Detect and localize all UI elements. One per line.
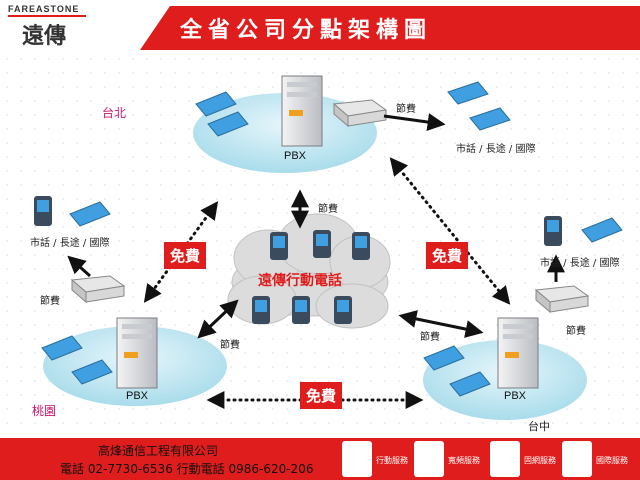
west-desk-phones bbox=[41, 201, 113, 385]
pbx-label-north: PBX bbox=[284, 150, 307, 162]
free-badge-bottom: 免費 bbox=[300, 382, 343, 409]
free-badge-east: 免費 bbox=[426, 242, 469, 269]
header: FAREASTONE 遠傳 全省公司分點架構圖 bbox=[0, 0, 640, 52]
east-desk-phones bbox=[423, 217, 623, 397]
toll-label-west-router: 節費 bbox=[40, 296, 60, 307]
footer: 高烽通信工程有限公司 電話 02-7730-6536 行動電話 0986-620… bbox=[0, 438, 640, 480]
company-name: 高烽通信工程有限公司 bbox=[98, 444, 219, 458]
pbx-label-west: PBX bbox=[126, 390, 149, 402]
free-badge-west: 免費 bbox=[164, 242, 207, 269]
toll-label-north-router: 節費 bbox=[396, 104, 416, 115]
east-router bbox=[534, 285, 590, 314]
fixed-line-service-icon bbox=[490, 441, 520, 477]
pbx-label-east: PBX bbox=[504, 390, 527, 402]
service-broadband-label: 寬頻服務 bbox=[448, 456, 480, 465]
north-pbx-server bbox=[281, 75, 323, 147]
city-label-west: 桃園 bbox=[32, 404, 57, 418]
city-label-east: 台中 bbox=[528, 420, 550, 433]
toll-label-cloud-north: 節費 bbox=[318, 204, 338, 215]
service-international-label: 國際服務 bbox=[596, 456, 628, 465]
calltypes-label-west: 市話 / 長途 / 國際 bbox=[30, 238, 110, 249]
service-international: 國際服務 bbox=[562, 441, 632, 477]
brand-top: FAREASTONE bbox=[8, 4, 80, 14]
site-mobile-phones bbox=[34, 196, 562, 246]
north-desk-phones bbox=[195, 81, 511, 137]
mobile-service-icon bbox=[342, 441, 372, 477]
broadband-service-icon bbox=[414, 441, 444, 477]
west-router bbox=[70, 275, 126, 304]
service-fixed-label: 固網服務 bbox=[524, 456, 556, 465]
cloud-mobile-phones bbox=[252, 230, 370, 324]
brand-logo: 遠傳 bbox=[22, 24, 67, 49]
service-mobile: 行動服務 bbox=[342, 441, 412, 477]
toll-label-cloud-east: 節費 bbox=[420, 332, 440, 343]
solid-links bbox=[67, 113, 565, 339]
service-fixed: 固網服務 bbox=[490, 441, 560, 477]
service-broadband: 寬頻服務 bbox=[414, 441, 484, 477]
city-label-north: 台北 bbox=[102, 106, 127, 120]
title-band bbox=[140, 6, 640, 50]
page-title: 全省公司分點架構圖 bbox=[180, 18, 433, 43]
west-pbx-server bbox=[116, 317, 158, 389]
calltypes-label-east: 市話 / 長途 / 國際 bbox=[540, 258, 620, 269]
company-contact: 電話 02-7730-6536 行動電話 0986-620-206 bbox=[60, 462, 314, 476]
east-pbx-server bbox=[497, 317, 539, 389]
globe-icon bbox=[562, 441, 592, 477]
cloud-label: 遠傳行動電話 bbox=[258, 273, 342, 289]
service-mobile-label: 行動服務 bbox=[376, 456, 408, 465]
toll-label-east-router: 節費 bbox=[566, 326, 586, 337]
calltypes-label-north: 市話 / 長途 / 國際 bbox=[456, 144, 536, 155]
toll-label-cloud-west: 節費 bbox=[220, 340, 240, 351]
brand-underline bbox=[8, 15, 86, 17]
north-router bbox=[332, 99, 388, 128]
